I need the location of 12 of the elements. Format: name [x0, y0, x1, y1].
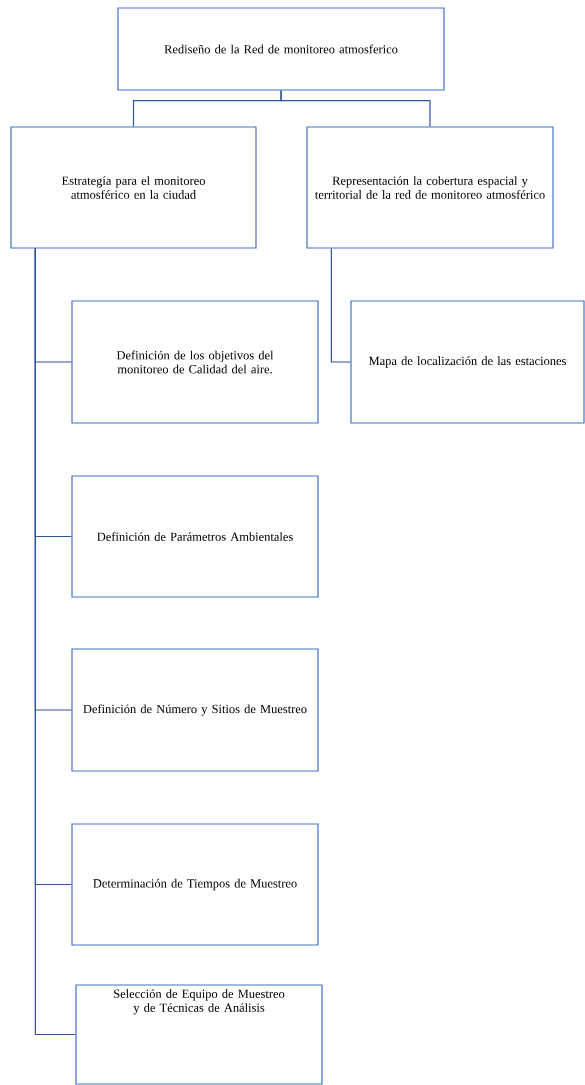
- process-box: Definición de Parámetros Ambientales: [71, 475, 319, 598]
- process-box: Definición de los objetivos del monitoreo de Calidad del aire.: [71, 300, 319, 424]
- connector-line: [330, 248, 351, 363]
- connector-line: [34, 248, 76, 1036]
- connector-line: [280, 90, 431, 127]
- process-box: Determinación de Tiempos de Muestreo: [71, 823, 319, 946]
- process-box: Mapa de localización de las estaciones: [350, 300, 585, 424]
- process-box: Rediseño de la Red de monitoreo atmosferico: [117, 7, 445, 91]
- process-box: Estrategía para el monitoreo atmosférico en la ciudad: [10, 126, 257, 249]
- process-box: Representación la cobertura espacial y territorial de la red de monitoreo atmosférico: [306, 126, 554, 249]
- process-box: Definición de Número y Sitios de Muestreo: [71, 648, 319, 772]
- process-box: Selección de Equipo de Muestreo y de Técnicas de Análisis: [75, 984, 323, 1085]
